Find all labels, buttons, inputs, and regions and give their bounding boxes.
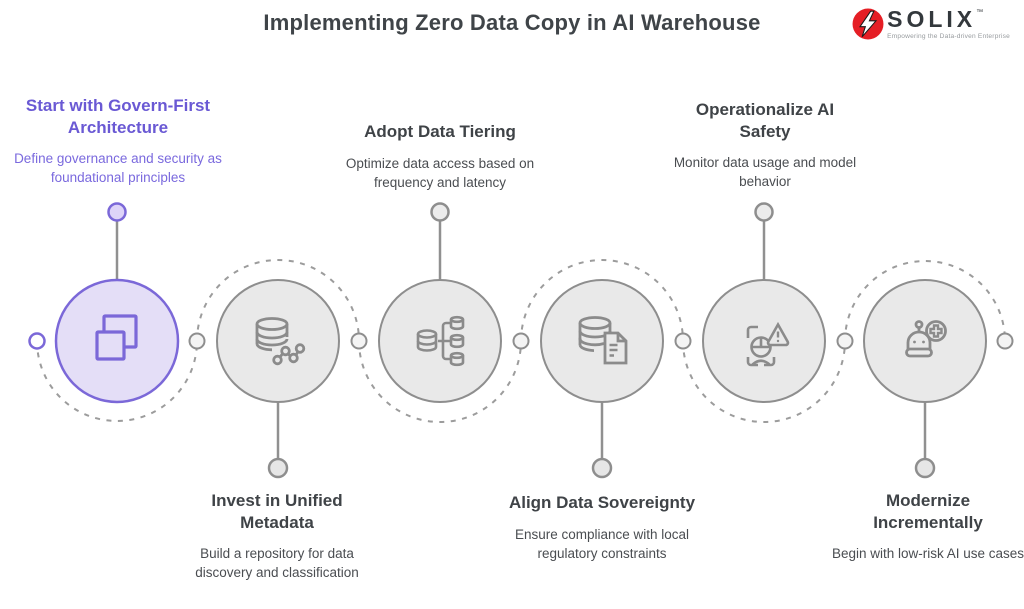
stem-node-2	[267, 457, 289, 479]
stem-node-3	[430, 202, 450, 222]
dashed-chain	[36, 259, 1006, 423]
ai-safety-warning-icon	[746, 321, 790, 367]
step-circle-5	[702, 279, 826, 403]
step-circle-2	[216, 279, 340, 403]
stem-node-1	[107, 202, 127, 222]
step-6-title: Modernize Incrementally	[873, 491, 983, 532]
interlocking-squares-icon	[95, 314, 138, 361]
step-circle-4	[540, 279, 664, 403]
step-6-description: Begin with low-risk AI use cases	[831, 546, 1024, 562]
step-6-label: Modernize Incrementally Begin with low-r…	[818, 490, 1024, 563]
page-title: Implementing Zero Data Copy in AI Wareho…	[263, 10, 761, 35]
logo-name: SOLIX	[887, 6, 977, 32]
step-3-title: Adopt Data Tiering	[364, 122, 516, 141]
logo-tagline: Empowering the Data-driven Enterprise	[887, 33, 1010, 40]
step-4-description: Ensure compliance with local regulatory …	[514, 526, 690, 561]
chain-nodes	[28, 332, 1014, 350]
stem-node-6	[914, 457, 936, 479]
step-4-title: Align Data Sovereignty	[508, 493, 696, 512]
stem-node-4	[591, 457, 613, 479]
database-document-icon	[578, 316, 628, 365]
step-2-title: Invest in Unified Metadata	[211, 491, 343, 532]
lightning-bolt-icon	[852, 8, 884, 40]
solix-logo: SOLIX ™ Empowering the Data-driven Enter…	[852, 8, 1010, 40]
database-network-icon	[255, 317, 306, 366]
step-1-label: Start with Govern-First Architecture Def…	[6, 95, 230, 187]
stem-node-5	[754, 202, 774, 222]
logo-trademark: ™	[976, 9, 984, 16]
robot-plus-icon	[905, 320, 947, 358]
step-circle-6	[863, 279, 987, 403]
step-5-label: Operationalize AI Safety Monitor data us…	[655, 99, 875, 191]
connector-stems	[115, 221, 927, 459]
step-5-description: Monitor data usage and model behavior	[673, 155, 857, 190]
step-2-label: Invest in Unified Metadata Build a repos…	[167, 490, 387, 582]
step-3-label: Adopt Data Tiering Optimize data access …	[330, 121, 550, 192]
step-1-description: Define governance and security as founda…	[14, 151, 222, 186]
step-5-title: Operationalize AI Safety	[695, 100, 835, 141]
database-tiering-icon	[416, 315, 465, 367]
step-4-label: Align Data Sovereignty Ensure compliance…	[482, 492, 722, 563]
step-3-description: Optimize data access based on frequency …	[345, 155, 535, 190]
step-1-title: Start with Govern-First Architecture	[25, 96, 211, 137]
step-2-description: Build a repository for data discovery an…	[195, 546, 359, 581]
